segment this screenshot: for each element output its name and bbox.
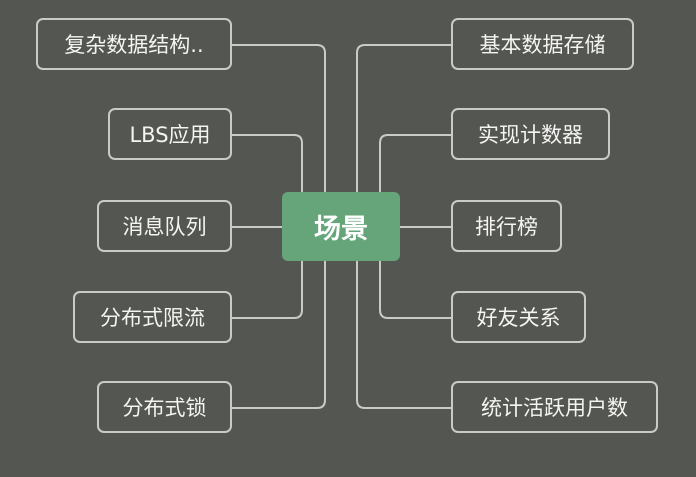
node-distributed-lock[interactable]: 分布式锁 <box>97 381 232 433</box>
connector <box>232 134 303 192</box>
node-active-users[interactable]: 统计活跃用户数 <box>451 381 658 433</box>
node-counter[interactable]: 实现计数器 <box>451 108 610 160</box>
node-message-queue[interactable]: 消息队列 <box>97 200 232 252</box>
node-friends[interactable]: 好友关系 <box>451 291 586 343</box>
connector <box>379 134 451 192</box>
central-node[interactable]: 场景 <box>282 192 400 261</box>
node-complex-data-structures[interactable]: 复杂数据结构.. <box>36 18 232 70</box>
node-lbs[interactable]: LBS应用 <box>108 108 232 160</box>
node-leaderboard[interactable]: 排行榜 <box>451 200 562 252</box>
connector <box>379 261 451 319</box>
connector <box>356 261 451 409</box>
node-rate-limit[interactable]: 分布式限流 <box>73 291 232 343</box>
node-basic-storage[interactable]: 基本数据存储 <box>451 18 634 70</box>
connector <box>232 44 326 192</box>
connector <box>232 261 326 409</box>
connector <box>232 261 303 319</box>
connector <box>356 44 451 192</box>
